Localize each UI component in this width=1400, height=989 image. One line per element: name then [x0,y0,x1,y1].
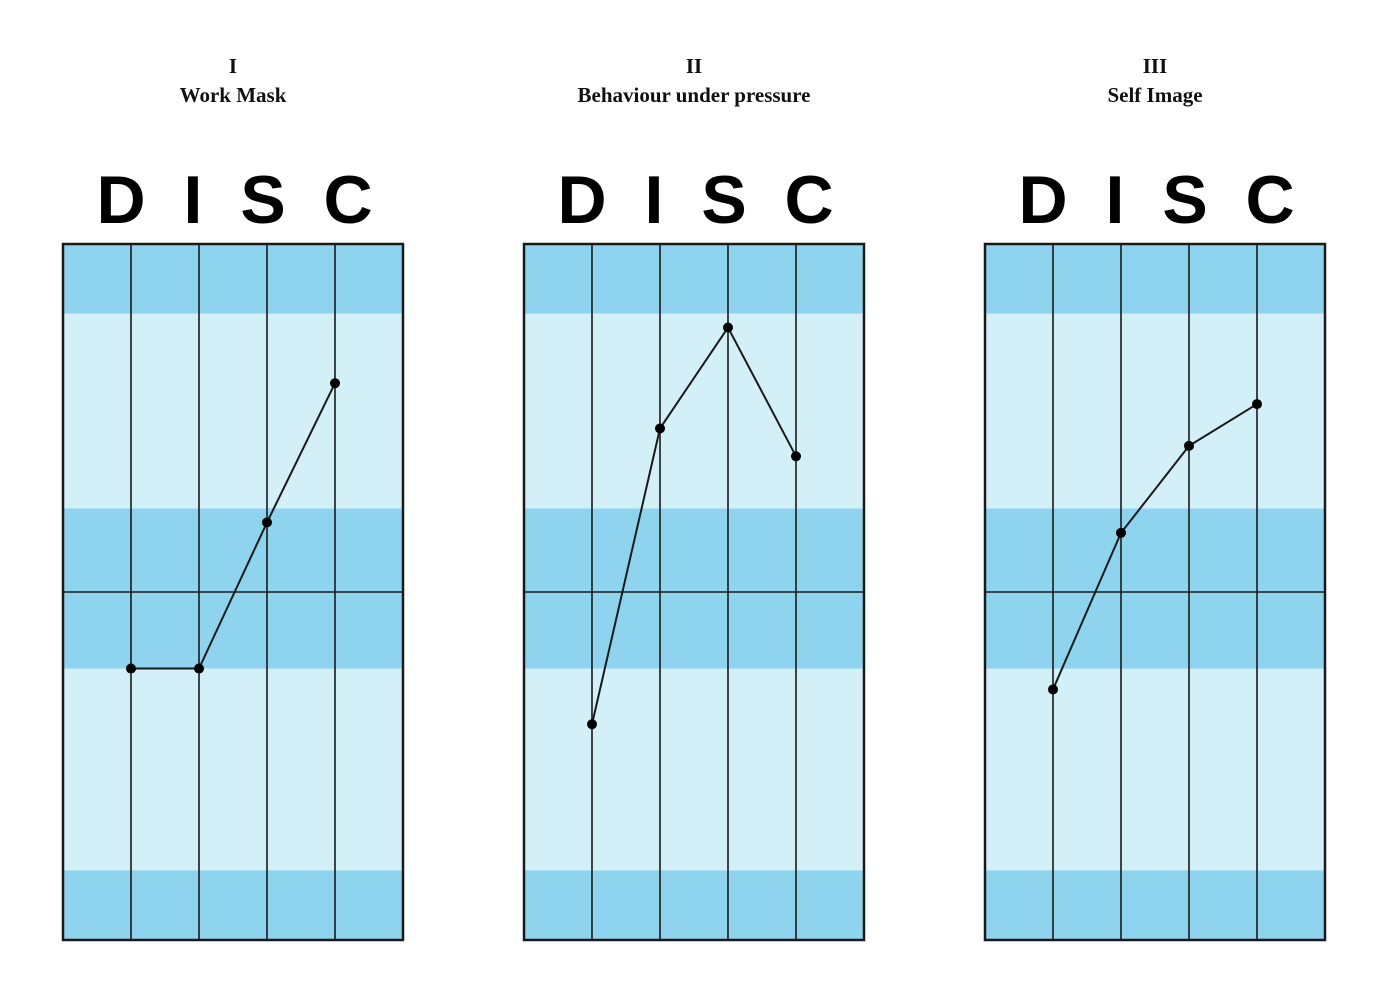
panel-number: II [685,54,703,78]
dark-band [63,508,403,669]
letter-i: I [183,162,203,238]
panel-number: I [228,54,238,78]
dark-band [63,244,403,314]
data-point-d [1048,684,1058,695]
dark-band [985,870,1325,940]
disc-letters: D I S C [925,160,1385,240]
data-point-d [587,719,597,730]
light-band [524,313,864,509]
panel-title: Self Image [1107,83,1203,107]
light-band [985,668,1325,871]
panel-number: III [1142,54,1168,78]
light-band [524,668,864,871]
dark-band [524,508,864,669]
letter-d: D [1018,162,1068,238]
light-band [985,313,1325,509]
letter-i: I [1105,162,1125,238]
disc-panel-behaviour-under-pressure: II Behaviour under pressure D I S C [464,0,924,989]
dark-band [985,244,1325,314]
data-point-c [1252,399,1262,410]
data-point-s [262,517,272,528]
disc-letters: D I S C [3,160,463,240]
letter-d: D [96,162,146,238]
dark-band [63,870,403,940]
disc-panel-self-image: III Self Image D I S C [925,0,1385,989]
letter-i: I [644,162,664,238]
series-line [591,325,797,725]
series-line [1052,403,1258,690]
light-band [63,313,403,509]
data-point-d [126,663,136,674]
data-point-s [723,322,733,333]
plot-frame [983,242,1327,942]
letter-s: S [1162,162,1208,238]
data-point-c [791,451,801,462]
panel-heading: I Work Mask [3,52,463,110]
panel-title: Work Mask [179,83,287,107]
letter-c: C [1245,162,1295,238]
plot-frame [61,242,405,942]
disc-plot [522,242,866,942]
letter-s: S [701,162,747,238]
dark-band [524,870,864,940]
letter-d: D [557,162,607,238]
data-point-c [330,378,340,389]
dark-band [524,244,864,314]
disc-panel-work-mask: I Work Mask D I S C [3,0,463,989]
data-point-i [655,423,665,434]
letter-c: C [784,162,834,238]
series-line [131,382,336,670]
data-point-i [194,663,204,674]
disc-plot [61,242,405,942]
panel-heading: III Self Image [925,52,1385,110]
panel-title: Behaviour under pressure [577,83,811,107]
letter-c: C [323,162,373,238]
light-band [63,668,403,871]
disc-plot [983,242,1327,942]
panel-heading: II Behaviour under pressure [464,52,924,110]
disc-letters: D I S C [464,160,924,240]
letter-s: S [240,162,286,238]
plot-frame [522,242,866,942]
data-point-i [1116,527,1126,538]
dark-band [985,508,1325,669]
data-point-s [1184,440,1194,451]
